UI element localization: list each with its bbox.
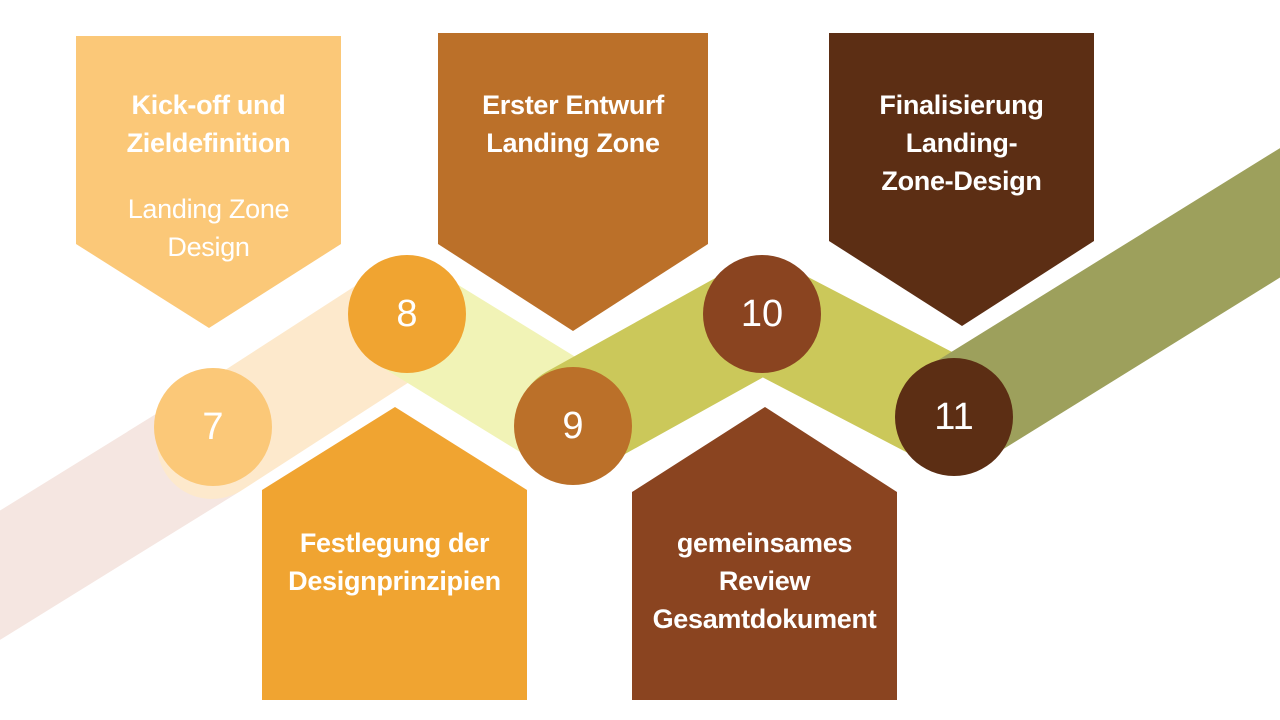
step-9-circle: 9 — [514, 367, 632, 485]
band-segment — [925, 148, 1280, 462]
step-7-label: Kick-off und Zieldefinition Landing Zone… — [76, 86, 341, 266]
step-10-shape — [632, 407, 897, 700]
step-8-circle: 8 — [348, 255, 466, 373]
step-11-circle: 11 — [895, 358, 1013, 476]
step-10-title-line: Gesamtdokument — [652, 604, 877, 634]
step-7-title-line: Zieldefinition — [126, 128, 291, 158]
step-8-title-line: Designprinzipien — [288, 566, 501, 596]
step-7-shape — [76, 36, 341, 328]
step-9-title-line: Landing Zone — [486, 128, 660, 158]
step-7-subtitle: Landing Zone Design — [76, 190, 341, 266]
step-11-title-line: Landing- — [905, 128, 1018, 158]
step-8-title-line: Festlegung der — [299, 528, 490, 558]
step-7-title-line: Kick-off und — [131, 90, 286, 120]
step-7-circle: 7 — [154, 368, 272, 486]
step-10-title-line: gemeinsames — [676, 528, 853, 558]
step-11-shape — [829, 33, 1094, 326]
step-11-title-line: Finalisierung — [879, 90, 1044, 120]
step-8-shape — [262, 407, 527, 700]
step-10-circle: 10 — [703, 255, 821, 373]
step-10-title-line: Review — [718, 566, 811, 596]
step-10-label: gemeinsames Review Gesamtdokument — [632, 524, 897, 638]
step-9-shape — [438, 33, 708, 331]
step-9-label: Erster Entwurf Landing Zone — [438, 86, 708, 162]
step-9-title-line: Erster Entwurf — [482, 90, 664, 120]
step-8-label: Festlegung der Designprinzipien — [262, 524, 527, 600]
step-11-title-line: Zone-Design — [881, 166, 1042, 196]
step-11-label: Finalisierung Landing- Zone-Design — [829, 86, 1094, 200]
step-7-subtitle-line: Design — [167, 232, 250, 262]
step-7-subtitle-line: Landing Zone — [127, 194, 290, 224]
